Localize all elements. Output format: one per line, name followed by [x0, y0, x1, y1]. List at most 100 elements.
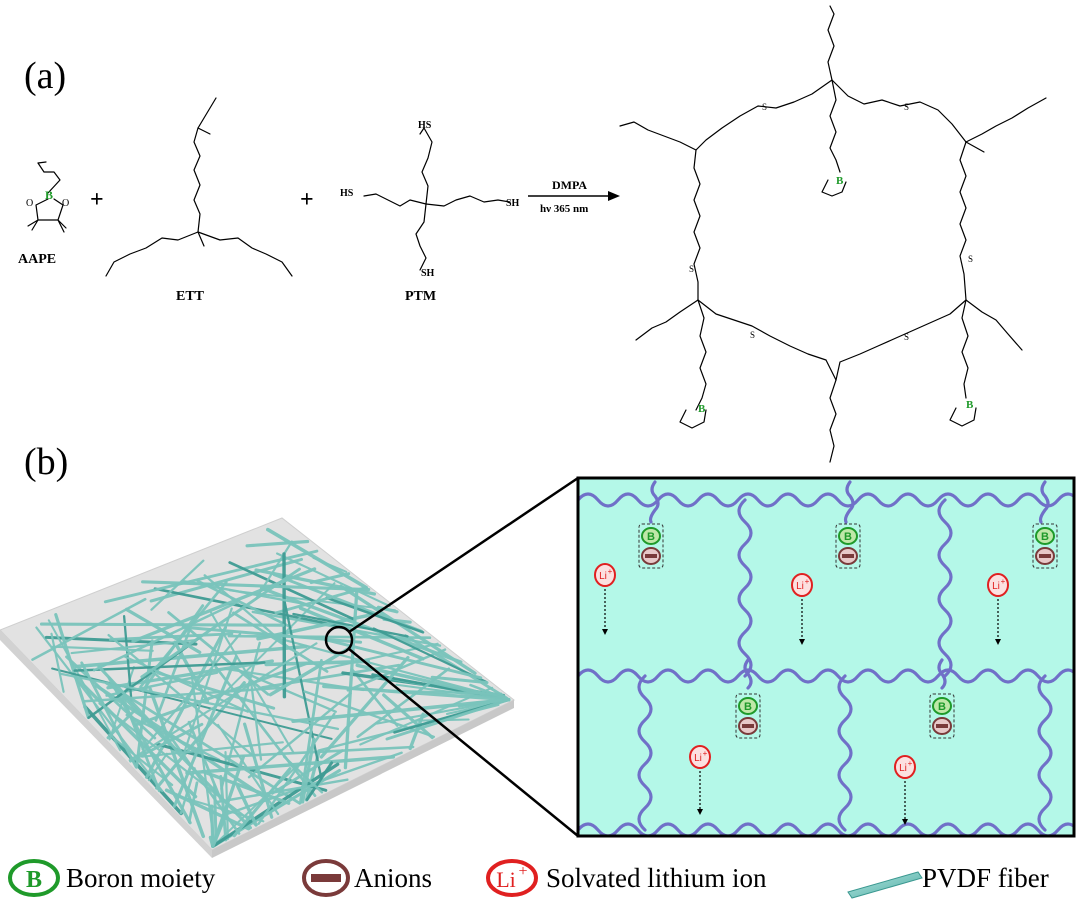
lithium-icon [689, 745, 711, 769]
legend-lithium-symbol: Li [496, 867, 516, 892]
legend-lithium-icon [486, 859, 538, 897]
zoom-frame [576, 476, 1076, 838]
pvdf-fiber [190, 672, 216, 847]
lithium-ion: Li+ [987, 573, 1009, 645]
pvdf-fiber [376, 605, 399, 614]
pvdf-fiber [154, 629, 191, 722]
pvdf-fiber [250, 683, 263, 761]
legend-anion-bar [311, 874, 341, 882]
legend-fiber-icon [847, 871, 923, 899]
pvdf-fiber [39, 622, 285, 627]
anion-bar [645, 554, 657, 558]
aape-molecule: B O O AAPE [18, 161, 69, 267]
boron-symbol: B [647, 531, 655, 543]
legend: B Boron moiety Anions Li + Solvated lith… [8, 859, 1049, 899]
pvdf-fiber [80, 661, 138, 768]
ett-label: ETT [176, 289, 205, 304]
pvdf-fiber [168, 734, 241, 835]
plus-sign-2: + [300, 187, 314, 213]
pvdf-fiber [172, 655, 238, 808]
legend-fiber: PVDF fiber [847, 863, 1049, 899]
pvdf-fiber [382, 693, 434, 740]
legend-boron-symbol: B [26, 867, 42, 893]
lithium-charge: + [608, 567, 613, 576]
pvdf-fiber [107, 633, 256, 758]
lithium-icon [987, 573, 1009, 597]
pvdf-fiber [372, 627, 488, 683]
boron-anion-pair: B [835, 523, 861, 569]
pvdf-fiber [153, 587, 342, 628]
pvdf-fiber [83, 686, 278, 703]
pvdf-fiber [268, 644, 354, 697]
network-chains [578, 480, 1074, 836]
lithium-symbol: Li [796, 581, 804, 592]
pvdf-fiber [219, 775, 228, 842]
boron-anion-pair: B [1032, 523, 1058, 569]
pvdf-fiber [228, 561, 356, 621]
network-boron-top: B [836, 175, 844, 187]
pvdf-fiber [196, 579, 293, 629]
pvdf-fiber [385, 698, 511, 741]
network-boron-right: B [966, 399, 974, 411]
pvdf-fiber [236, 784, 258, 827]
lithium-symbol: Li [899, 763, 907, 774]
pvdf-fiber [300, 737, 316, 804]
pvdf-fiber [141, 580, 371, 592]
reaction-arrow: DMPA hν 365 nm [528, 178, 620, 215]
pvdf-fiber [97, 665, 181, 755]
migration-arrow-head [799, 639, 805, 645]
pair-box [1032, 523, 1058, 569]
lithium-symbol: Li [694, 753, 702, 764]
network-sulfur-1: S [762, 102, 767, 112]
lithium-ion: Li+ [594, 563, 616, 635]
boron-icon [738, 697, 758, 715]
pvdf-fiber [51, 645, 154, 652]
pvdf-fiber [73, 661, 266, 672]
reaction-condition: hν 365 nm [540, 203, 588, 215]
pair-box [735, 693, 761, 739]
panel-b-label: (b) [24, 441, 68, 483]
pvdf-fiber [305, 761, 334, 802]
pvdf-fiber [312, 557, 348, 573]
pvdf-fiber [276, 552, 391, 608]
migration-arrow-head [697, 809, 703, 815]
network-sulfur-3: S [689, 264, 694, 274]
pvdf-fiber [224, 750, 229, 841]
pvdf-fiber [225, 745, 415, 758]
pvdf-fiber [274, 586, 368, 615]
network-sulfur-6: S [904, 332, 909, 342]
legend-lithium-charge: + [518, 863, 527, 880]
boron-icon [838, 527, 858, 545]
legend-boron: B Boron moiety [8, 859, 216, 897]
aape-oxygen-left: O [26, 198, 33, 209]
legend-lithium: Li + Solvated lithium ion [486, 859, 767, 897]
pvdf-fiber [211, 762, 340, 848]
pair-box [638, 523, 664, 569]
lithium-symbol: Li [599, 571, 607, 582]
pvdf-fiber [298, 659, 323, 805]
boron-icon [932, 697, 952, 715]
pvdf-fiber [59, 672, 340, 731]
polymer-network: B B B S S S S S S [619, 5, 1047, 463]
ptm-thiol-top: HS [418, 120, 432, 131]
anion-bar [936, 724, 948, 728]
pvdf-fiber [183, 607, 233, 752]
legend-boron-icon [8, 859, 60, 897]
pvdf-fiber [54, 613, 91, 720]
lithium-ion: Li+ [894, 755, 916, 825]
pvdf-fiber [150, 559, 205, 611]
pvdf-fiber [343, 589, 359, 770]
legend-anion-label: Anions [354, 863, 432, 893]
pvdf-fiber [105, 681, 302, 805]
boron-symbol: B [938, 701, 946, 713]
lithium-ion: Li+ [791, 573, 813, 645]
pvdf-fiber [247, 692, 352, 779]
pvdf-fiber [50, 632, 65, 693]
lithium-charge: + [805, 577, 810, 586]
legend-fiber-label: PVDF fiber [922, 863, 1049, 893]
reaction-catalyst: DMPA [552, 178, 587, 192]
pvdf-fiber [141, 604, 205, 693]
boron-anion-pair: B [735, 693, 761, 739]
